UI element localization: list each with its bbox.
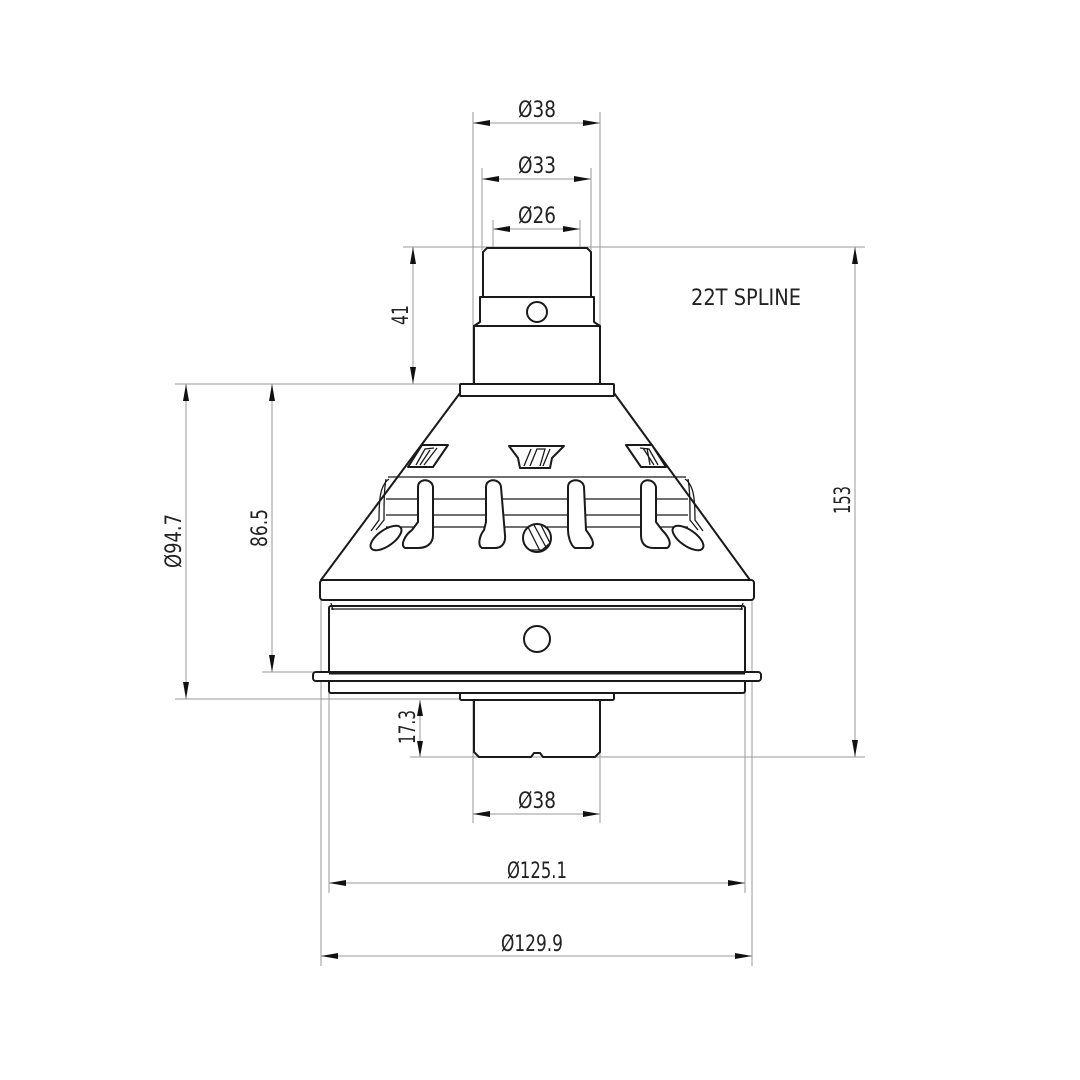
lug-left bbox=[369, 524, 403, 552]
upper-shaft-top bbox=[482, 247, 592, 298]
dim-body-height-86-5: 86.5 bbox=[248, 509, 273, 547]
spline-window-right bbox=[625, 444, 667, 468]
bottom-stub bbox=[473, 698, 601, 758]
dim-flange-dia-125-1: Ø125.1 bbox=[507, 859, 567, 884]
dim-top-dia-38: Ø38 bbox=[518, 98, 556, 123]
lower-pin-hole bbox=[523, 625, 551, 653]
dimension-labels: Ø38 Ø33 Ø26 22T SPLINE 41 153 Ø94.7 86.5… bbox=[162, 98, 856, 957]
spline-note: 22T SPLINE bbox=[691, 286, 801, 311]
pawl-2 bbox=[478, 479, 507, 549]
dim-overall-height-153: 153 bbox=[831, 486, 856, 514]
lug-right bbox=[671, 524, 705, 552]
upper-shaft-base bbox=[473, 325, 601, 385]
spline-window-left bbox=[407, 444, 449, 468]
dim-bottom-stub-17-3: 17.3 bbox=[396, 710, 421, 744]
dim-top-dia-26: Ø26 bbox=[518, 204, 556, 229]
dim-body-dia-94-7: Ø94.7 bbox=[162, 514, 187, 568]
part-outline bbox=[312, 247, 762, 758]
pawl-3 bbox=[567, 479, 594, 549]
dimension-lines bbox=[183, 120, 858, 959]
spline-window-center bbox=[508, 445, 565, 469]
dim-bottom-dia-38: Ø38 bbox=[518, 789, 556, 814]
pawl-1 bbox=[402, 479, 434, 549]
bottom-stub-collar bbox=[459, 692, 615, 701]
dim-flange-dia-129-9: Ø129.9 bbox=[501, 932, 563, 957]
cone-top-collar bbox=[459, 383, 615, 397]
cone-base-flange bbox=[319, 579, 755, 601]
pawl-4 bbox=[640, 479, 671, 549]
upper-pin-hole bbox=[526, 301, 548, 323]
dim-spline-length-41: 41 bbox=[389, 305, 414, 325]
dim-top-dia-33: Ø33 bbox=[518, 154, 556, 179]
